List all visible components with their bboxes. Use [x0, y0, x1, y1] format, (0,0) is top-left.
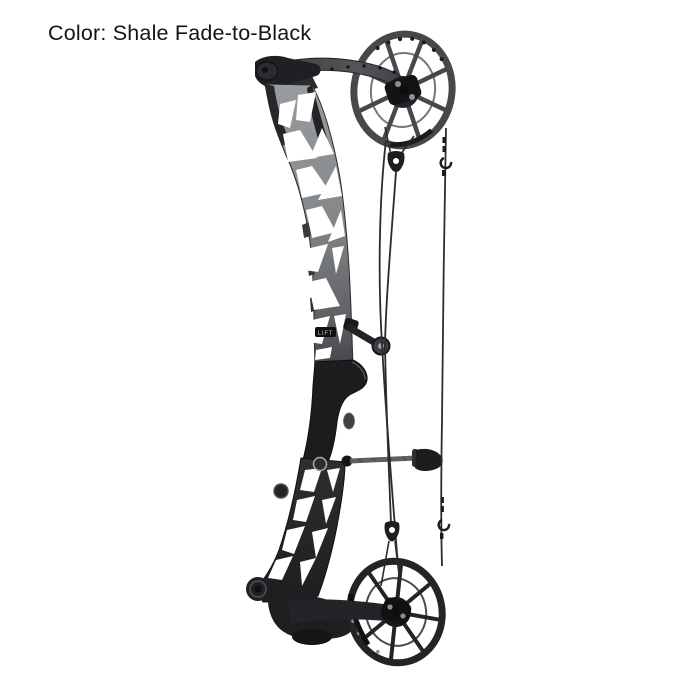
string-hook-top [439, 137, 453, 176]
bowstring [437, 127, 453, 567]
top-cam-rim-holes [375, 36, 444, 62]
rod-mount-bolt [312, 456, 328, 472]
bottom-cam-hub [380, 597, 412, 627]
svg-text:LIFT: LIFT [318, 331, 334, 337]
limb-pivot-knob [246, 577, 270, 601]
lower-riser-cutouts [268, 468, 340, 586]
lower-riser [256, 456, 346, 603]
limb-perforation-dots [330, 64, 396, 74]
riser: LIFT [264, 83, 354, 369]
string-hook-bottom [437, 497, 451, 539]
grip-logo [343, 412, 355, 430]
top-cam-hub [384, 74, 422, 108]
bottom-limb [288, 599, 396, 624]
string-stop-damper-tip [415, 448, 443, 471]
cables [378, 126, 415, 587]
grip [302, 359, 368, 465]
string-stop [341, 448, 443, 471]
riser-truss-cutouts [278, 92, 346, 360]
color-option-label: Color: Shale Fade-to-Black [48, 21, 312, 45]
stabilizer-bushing [273, 483, 289, 499]
riser-badge: LIFT [315, 327, 336, 337]
